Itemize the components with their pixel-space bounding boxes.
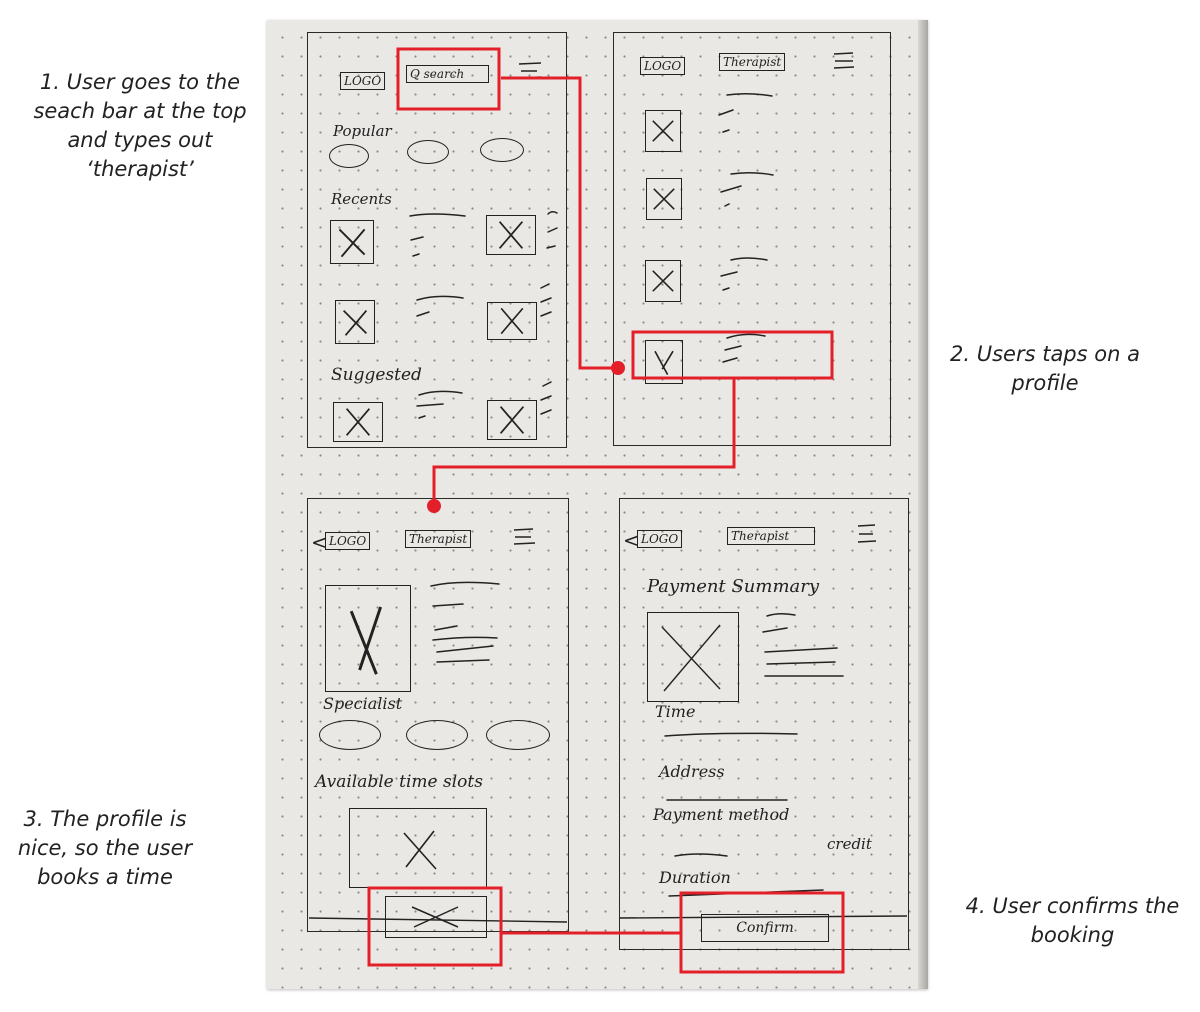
payment-field-time: Time <box>655 702 696 721</box>
connector-dot <box>611 361 625 375</box>
connector-dot <box>427 499 441 513</box>
payment-scribble-lines <box>664 612 844 897</box>
highlight-book-button <box>367 886 503 967</box>
suggested-item-image[interactable] <box>333 402 383 442</box>
menu-icon[interactable] <box>511 526 537 548</box>
results-search-bar[interactable]: Therapist <box>719 53 786 71</box>
therapist-result-thumbnail[interactable] <box>645 110 681 152</box>
specialist-chip[interactable] <box>406 720 468 750</box>
therapist-result-thumbnail[interactable] <box>646 178 682 220</box>
recent-item-image[interactable] <box>487 302 537 340</box>
payment-summary-title: Payment Summary <box>647 576 820 597</box>
recent-item-image[interactable] <box>335 300 375 344</box>
highlight-profile-card <box>631 330 834 380</box>
connector-profile-to-book <box>432 378 736 506</box>
popular-chip[interactable] <box>329 144 369 168</box>
menu-icon[interactable] <box>855 522 879 546</box>
home-logo: LOGO <box>340 72 386 90</box>
annotation-step-3: 3. The profile is nice, so the user book… <box>17 807 193 889</box>
popular-chip[interactable] <box>407 140 449 164</box>
book-time-button[interactable] <box>385 896 487 938</box>
section-suggested-label: Suggested <box>331 365 422 385</box>
annotation-step-1: 1. User goes to the seach bar at the top… <box>33 70 247 181</box>
annotation-step-2: 2. Users taps on a profile <box>950 342 1140 395</box>
therapist-result-thumbnail[interactable] <box>645 260 681 302</box>
therapist-profile-photo <box>325 585 411 692</box>
home-scribble-lines <box>409 210 558 419</box>
recent-item-image[interactable] <box>486 215 536 255</box>
results-logo: LOGO <box>640 57 686 75</box>
payment-search-bar[interactable]: Therapist <box>727 527 815 545</box>
back-icon[interactable]: < <box>623 528 640 552</box>
payment-field-method: Payment method <box>653 805 790 824</box>
menu-icon[interactable] <box>831 50 857 72</box>
suggested-item-image[interactable] <box>487 400 537 440</box>
booking-therapist-photo <box>647 612 739 702</box>
payment-bottom-bar-line <box>618 915 908 919</box>
highlight-confirm-button <box>679 891 845 974</box>
therapist-result-thumbnail[interactable] <box>645 340 683 384</box>
specialist-label: Specialist <box>323 694 403 713</box>
section-popular-label: Popular <box>333 122 392 140</box>
popular-chip[interactable] <box>480 138 524 162</box>
payment-field-duration: Duration <box>659 868 731 887</box>
profile-search-bar[interactable]: Therapist <box>405 530 472 548</box>
home-search-bar[interactable]: Q search <box>406 65 489 83</box>
specialist-chip[interactable] <box>486 720 550 750</box>
wireframe-results-screen <box>613 32 891 446</box>
back-icon[interactable]: < <box>311 530 328 554</box>
recent-item-image[interactable] <box>330 220 374 264</box>
payment-field-address: Address <box>659 762 725 781</box>
wireframe-home-screen <box>307 32 567 448</box>
sketch-paper: LOGO Q search Popular Recents Suggested … <box>267 20 928 989</box>
connector-search-to-profile <box>501 76 616 370</box>
wireframe-profile-screen <box>307 498 569 932</box>
available-time-slots-label: Available time slots <box>315 772 483 792</box>
specialist-chip[interactable] <box>319 720 381 750</box>
payment-method-value: credit <box>827 835 872 853</box>
profile-bottom-bar-line <box>308 917 568 923</box>
profile-logo: LOGO <box>325 532 371 550</box>
section-recents-label: Recents <box>331 190 392 208</box>
notebook-binding <box>918 20 928 989</box>
wireframe-payment-screen <box>619 498 909 950</box>
results-scribble-lines <box>718 92 774 363</box>
payment-logo: LOGO <box>637 530 683 548</box>
confirm-button[interactable]: Confirm <box>701 914 829 942</box>
annotation-step-4: 4. User confirms the booking <box>965 894 1180 947</box>
highlight-search-bar <box>396 47 501 111</box>
profile-scribble-lines <box>430 581 500 663</box>
